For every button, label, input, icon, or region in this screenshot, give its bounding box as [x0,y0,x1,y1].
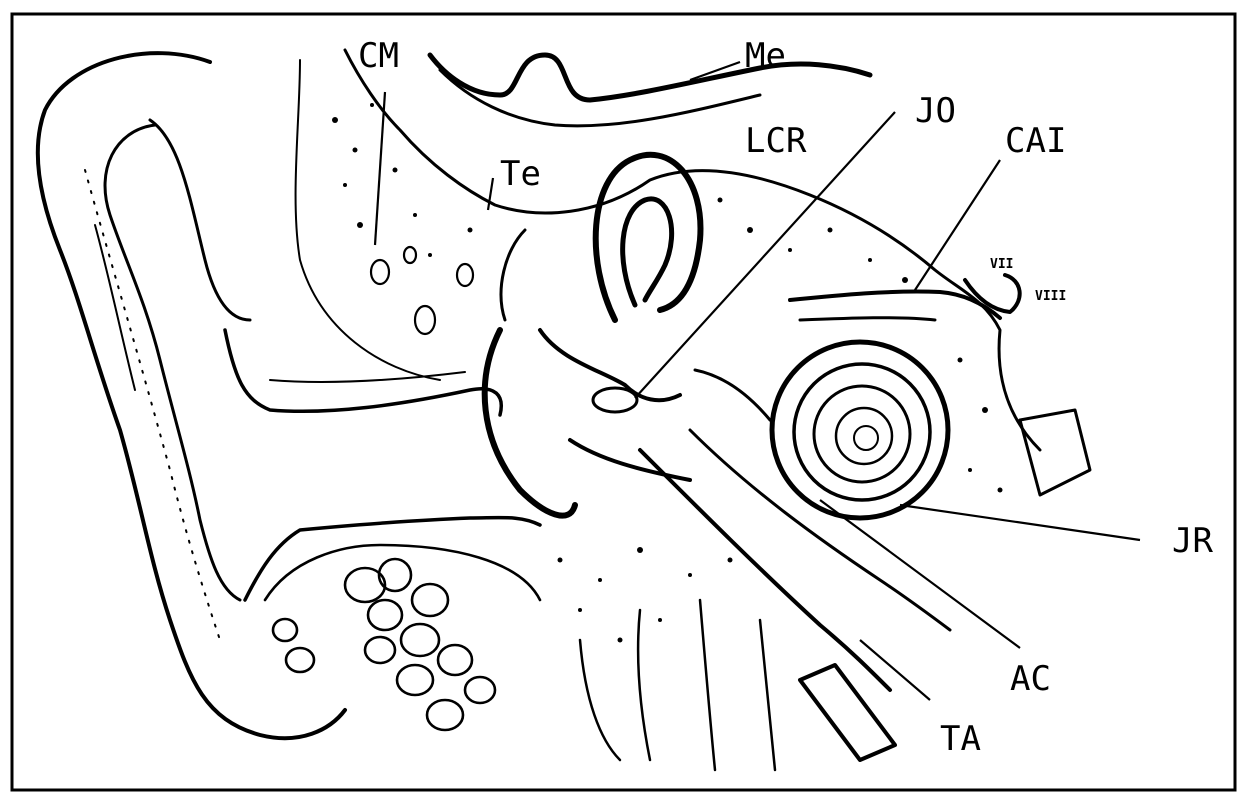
label-cai: CAI [1005,121,1066,161]
label-ac: AC [1010,659,1051,699]
label-vii: VII [990,257,1013,272]
label-te: Te [500,154,541,194]
label-jr: JR [1172,521,1213,561]
label-jo: JO [915,91,956,131]
label-lcr: LCR [745,121,807,161]
label-ta: TA [940,719,981,759]
label-cm: CM [358,36,399,76]
label-viii: VIII [1035,289,1066,304]
label-me: Me [745,36,786,76]
